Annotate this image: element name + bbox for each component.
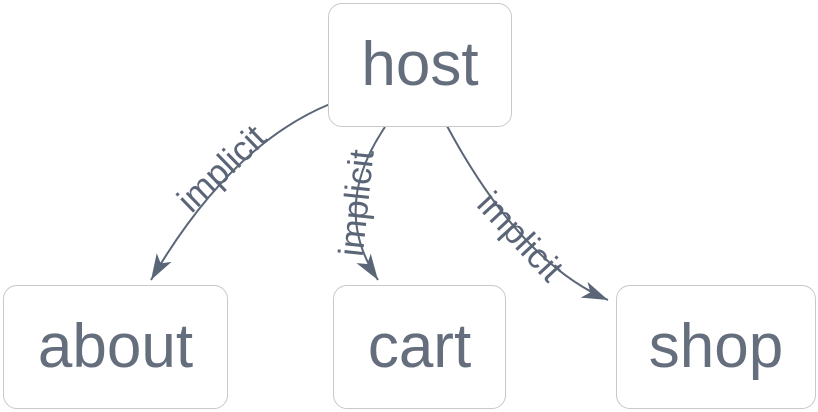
node-about-label: about [37, 312, 194, 381]
node-cart[interactable]: cart [333, 285, 506, 409]
node-about[interactable]: about [3, 285, 228, 409]
edge-host-shop [446, 125, 609, 301]
node-shop-label: shop [648, 312, 784, 381]
node-host-label: host [361, 30, 479, 99]
edge-label-host-cart: implicit [332, 147, 382, 258]
node-shop[interactable]: shop [616, 285, 816, 409]
node-cart-label: cart [367, 312, 472, 381]
edge-host-about [150, 103, 331, 281]
edge-host-cart [354, 126, 386, 281]
edge-label-host-about: implicit [170, 117, 274, 220]
node-host[interactable]: host [328, 3, 512, 127]
edge-label-host-shop: implicit [469, 184, 571, 289]
